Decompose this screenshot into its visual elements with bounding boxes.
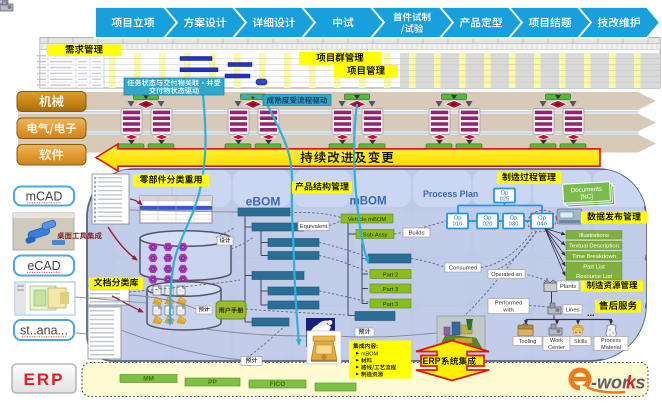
- svg-text:[NC]: [NC]: [580, 193, 593, 201]
- svg-text:Textual Description: Textual Description: [569, 243, 619, 249]
- svg-text:mBOM: mBOM: [361, 352, 379, 358]
- svg-text:Center: Center: [548, 345, 565, 351]
- svg-text:MM: MM: [143, 376, 154, 383]
- svg-text:ERP: ERP: [24, 370, 65, 389]
- svg-text:Part 2: Part 2: [383, 272, 398, 278]
- svg-text:Equivalent: Equivalent: [300, 224, 328, 230]
- svg-text:Op: Op: [510, 216, 518, 222]
- svg-text:Part 3: Part 3: [383, 287, 398, 293]
- svg-text:Lines: Lines: [565, 307, 579, 313]
- svg-text:040: 040: [537, 222, 547, 228]
- svg-text:FICO: FICO: [270, 381, 286, 388]
- svg-text:st..ana...: st..ana...: [20, 324, 68, 338]
- svg-text:Consumed: Consumed: [449, 266, 478, 272]
- svg-text:025: 025: [500, 197, 510, 203]
- svg-text:010: 010: [453, 222, 463, 228]
- svg-text:Op: Op: [484, 216, 492, 222]
- svg-text:Operated an: Operated an: [491, 272, 522, 278]
- svg-text:Material: Material: [601, 345, 621, 351]
- svg-text:k: k: [626, 373, 637, 393]
- svg-text:Part 3: Part 3: [383, 302, 398, 308]
- svg-text:Performed: Performed: [495, 301, 523, 307]
- svg-text:Resource List: Resource List: [576, 274, 612, 280]
- svg-text:Process: Process: [601, 338, 621, 344]
- svg-text:Skills: Skills: [574, 339, 587, 345]
- svg-text:Illustrations: Illustrations: [579, 233, 609, 239]
- svg-text:Vehicle mBOM: Vehicle mBOM: [348, 217, 387, 223]
- svg-text:Documents: Documents: [571, 186, 603, 195]
- svg-text:eBOM: eBOM: [246, 195, 281, 209]
- svg-text:030: 030: [509, 222, 519, 228]
- svg-text:PP: PP: [208, 379, 217, 386]
- svg-text:Part List: Part List: [583, 264, 605, 270]
- svg-text:Op: Op: [538, 216, 546, 222]
- svg-text:Process Plan: Process Plan: [423, 189, 478, 199]
- svg-text:Op: Op: [454, 216, 462, 222]
- svg-text:eCAD: eCAD: [27, 259, 60, 273]
- svg-text:...: ...: [587, 308, 595, 318]
- svg-text:mCAD: mCAD: [26, 190, 63, 204]
- svg-text:020: 020: [483, 222, 493, 228]
- svg-text:mBOM: mBOM: [349, 196, 386, 208]
- svg-text:Builds: Builds: [408, 231, 424, 237]
- svg-text:Work: Work: [550, 338, 563, 344]
- svg-text:Tooling: Tooling: [519, 339, 537, 345]
- svg-text:Sub-Assy: Sub-Assy: [363, 232, 388, 238]
- svg-text:Plants: Plants: [560, 284, 576, 290]
- svg-text:-wor: -wor: [591, 373, 630, 393]
- svg-text:s: s: [636, 373, 646, 393]
- svg-text:with: with: [502, 308, 513, 314]
- svg-text:Time Breakdown: Time Breakdown: [572, 254, 616, 260]
- svg-text:ERP: ERP: [422, 356, 440, 366]
- svg-text:Op: Op: [501, 191, 509, 197]
